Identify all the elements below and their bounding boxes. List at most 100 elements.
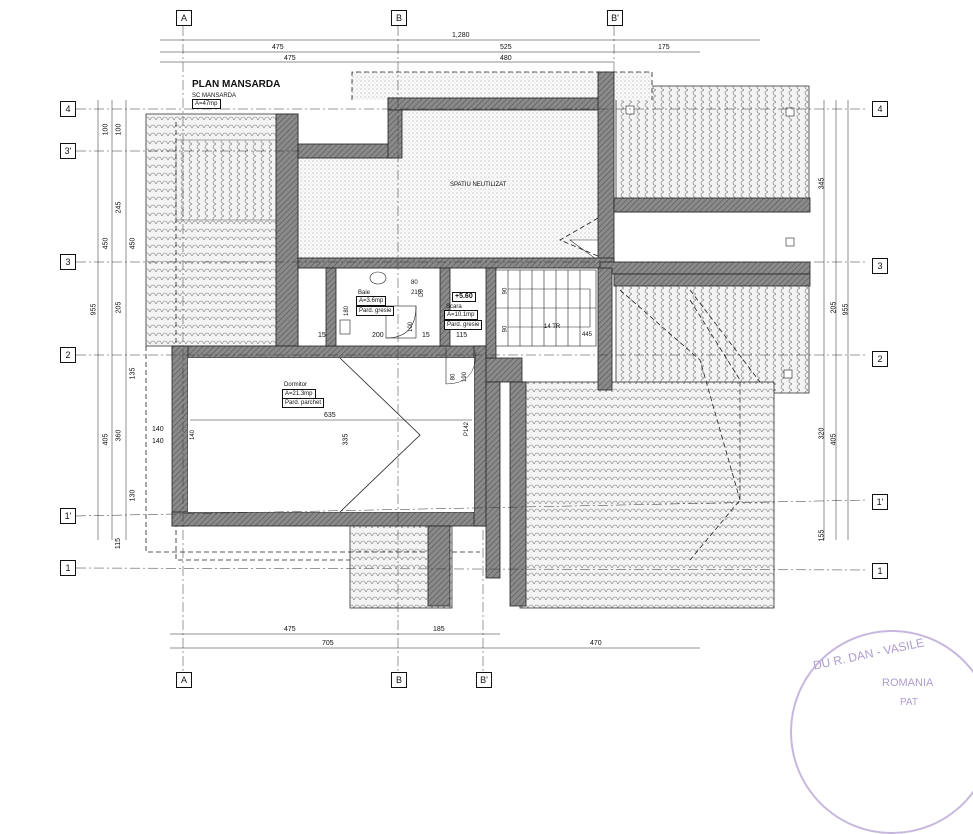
plan-title: PLAN MANSARDA <box>192 79 281 90</box>
dim-left-mid-115: 115 <box>115 537 123 550</box>
dim-left-mid-450: 450 <box>129 237 137 250</box>
dim-bedroom-140b: 140 <box>152 438 164 445</box>
dim-right-155: 155 <box>818 529 826 542</box>
toilet <box>339 319 351 335</box>
dim-top-475: 475 <box>272 44 284 51</box>
unused-space-top <box>352 72 652 100</box>
dim-right-345: 345 <box>818 177 826 190</box>
dashed-outlines <box>145 71 761 561</box>
dim-left-inner-205: 205 <box>115 301 123 314</box>
dim-bath-height: 180 <box>344 305 351 317</box>
dim-gap-15b: 15 <box>422 332 430 339</box>
dim-door-80: 80 <box>450 373 457 381</box>
dim-left-mid-405: 405 <box>102 433 110 446</box>
axis-right-2: 2 <box>872 351 888 367</box>
axis-bottom-b-prime: B' <box>476 672 492 688</box>
dim-left-inner-130: 130 <box>129 489 137 502</box>
dim-bottom-470: 470 <box>590 640 602 647</box>
bath-name: Baie <box>358 290 371 296</box>
dimension-lines <box>97 39 849 649</box>
roof-areas <box>145 85 810 609</box>
window-140: 140 <box>190 429 197 441</box>
unused-space-label: SPATIU NEUTILIZAT <box>450 182 507 188</box>
roof-right-mid <box>615 284 810 394</box>
engineer-stamp: DU R. DAN - VASILE ROMANIA PAT <box>790 630 973 834</box>
roof-slope-lines <box>339 357 421 513</box>
dim-bottom-475: 475 <box>284 626 296 633</box>
dim-left-mid-100: 100 <box>115 123 123 136</box>
stamp-text-3: PAT <box>900 697 918 708</box>
dim-bedroom-height: 335 <box>342 433 350 446</box>
bedroom-name: Dormitor <box>284 382 308 388</box>
stair-area: A=10.1mp <box>444 310 478 320</box>
axis-right-1p: 1' <box>872 494 888 510</box>
walls <box>171 71 811 607</box>
dim-gap-15a: 15 <box>318 332 326 339</box>
stairs <box>495 269 597 347</box>
dim-top-475b: 475 <box>284 55 296 62</box>
axis-right-1: 1 <box>872 563 888 579</box>
dim-bath-80: 80 <box>411 280 418 286</box>
dim-stair-90b: 90 <box>502 325 509 333</box>
dim-top-175: 175 <box>658 44 670 51</box>
plan-area-box: A=47mp <box>192 99 221 109</box>
dim-bottom-185: 185 <box>433 626 445 633</box>
axis-bottom-a: A <box>176 672 192 688</box>
dim-left-inner-100: 100 <box>102 123 110 136</box>
axis-left-3: 3 <box>60 254 76 270</box>
axis-left-1: 1 <box>60 560 76 576</box>
dim-right-955: 955 <box>842 303 850 316</box>
axis-left-1p: 1' <box>60 508 76 524</box>
dim-left-450b: 450 <box>102 237 110 250</box>
stamp-text-2: ROMANIA <box>882 677 934 689</box>
stair-floor: Pard. gresie <box>444 320 483 330</box>
dim-bottom-705: 705 <box>322 640 334 647</box>
dim-right-205: 205 <box>830 301 838 314</box>
level-mark: +5.60 <box>452 292 476 302</box>
dim-left-outer-955: 955 <box>90 303 98 316</box>
axis-bottom-b: B <box>391 672 407 688</box>
plan-subtitle: SC MANSARDA <box>192 93 237 99</box>
stair-name: Scara <box>446 304 462 310</box>
roof-bottom-right <box>519 381 775 609</box>
roof-right-top <box>615 85 810 213</box>
roof-windows <box>625 105 795 379</box>
dim-left-inner-360: 360 <box>115 429 123 442</box>
dim-bath-width: 200 <box>372 332 384 339</box>
dim-right-320: 320 <box>818 427 826 440</box>
dim-gap-115: 115 <box>456 332 468 339</box>
axis-left-3p: 3' <box>60 143 76 159</box>
dim-gap-445: 445 <box>582 332 593 338</box>
floor-plan-drawing <box>75 26 869 672</box>
dim-bath-210: 210 <box>411 290 422 296</box>
axis-left-4: 4 <box>60 101 76 117</box>
dim-stair-90a: 90 <box>502 287 509 295</box>
bath-floor: Pard. gresie <box>356 306 395 316</box>
dim-top-480: 480 <box>500 55 512 62</box>
dim-left-inner-245: 245 <box>115 201 123 214</box>
unused-space-fill <box>297 99 601 269</box>
bedroom-interior <box>188 358 474 512</box>
roof-left-top-small <box>175 139 277 221</box>
axis-top-b-prime: B' <box>607 10 623 26</box>
axis-top-b: B <box>391 10 407 26</box>
stair-sign: 14 TR <box>544 324 561 330</box>
bath-area: A=3.6mp <box>356 296 387 306</box>
grid-lines <box>75 26 869 672</box>
door-d0: D0 <box>418 289 425 297</box>
axis-right-3: 3 <box>872 258 888 274</box>
dim-top-total: 1,280 <box>452 32 470 39</box>
dim-top-525: 525 <box>500 44 512 51</box>
dim-door-190: 190 <box>462 371 469 383</box>
axis-right-4: 4 <box>872 101 888 117</box>
dim-door-100: 100 <box>408 321 415 333</box>
dim-bedroom-140a: 140 <box>152 426 164 433</box>
door-swing <box>445 351 477 385</box>
dim-bedroom-width: 635 <box>324 412 336 419</box>
washbasin <box>369 271 387 285</box>
window-p142: P142 <box>464 421 471 437</box>
axis-left-2: 2 <box>60 347 76 363</box>
dim-left-inner-135: 135 <box>129 367 137 380</box>
bedroom-floor: Pard. parchet <box>282 398 325 408</box>
dim-right-405: 405 <box>830 433 838 446</box>
